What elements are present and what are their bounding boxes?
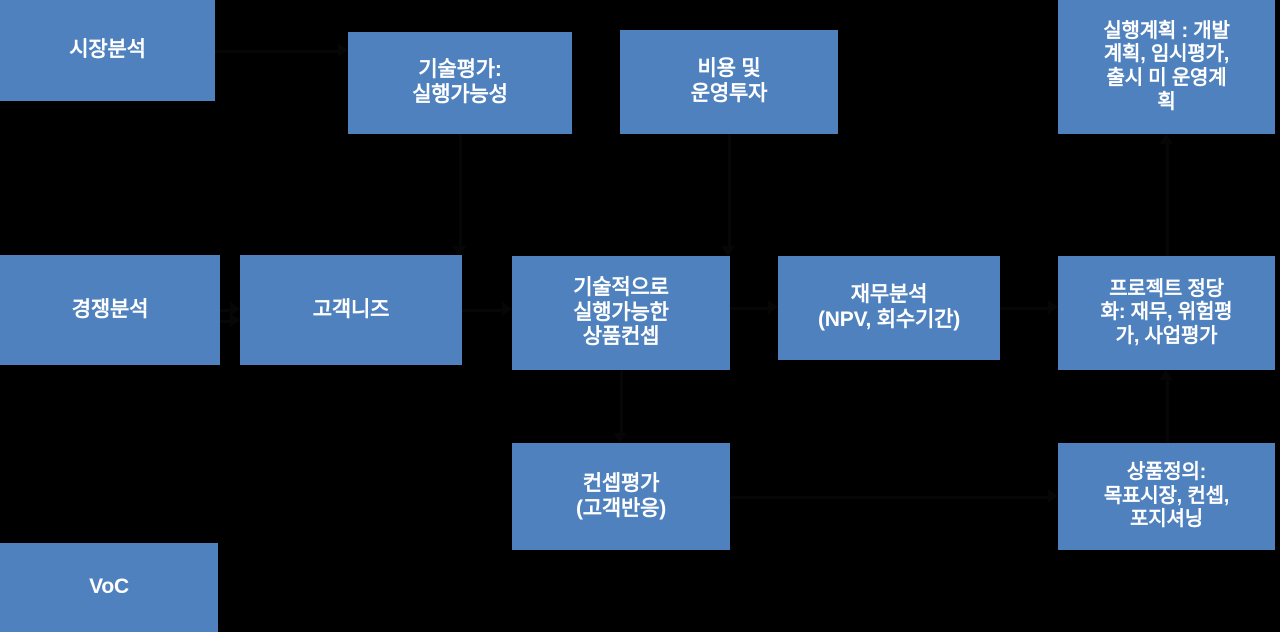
node-label-product-definition: 상품정의: 목표시장, 컨셉, 포지셔닝 bbox=[1103, 461, 1230, 531]
node-project-justification[interactable]: 프로젝트 정당 화: 재무, 위험평 가, 사업평가 bbox=[1058, 256, 1275, 370]
node-product-definition[interactable]: 상품정의: 목표시장, 컨셉, 포지셔닝 bbox=[1058, 443, 1275, 550]
node-label-cost-and-operating-investment: 비용 및 운영투자 bbox=[690, 57, 768, 105]
node-label-competitive-analysis: 경쟁분석 bbox=[71, 297, 149, 321]
connector-concept-evaluation-to-product-definition-line bbox=[730, 496, 1049, 499]
node-market-analysis[interactable]: 시장분석 bbox=[0, 0, 215, 101]
connector-competitive-to-customer-needs-line bbox=[220, 309, 231, 312]
node-voc[interactable]: VoC bbox=[0, 543, 218, 632]
node-label-project-justification: 프로젝트 정당 화: 재무, 위험평 가, 사업평가 bbox=[1100, 277, 1233, 347]
node-label-market-analysis: 시장분석 bbox=[69, 38, 146, 62]
connector-product-definition-to-justification-line bbox=[1166, 379, 1169, 443]
node-competitive-analysis[interactable]: 경쟁분석 bbox=[0, 255, 220, 365]
connector-execution-plan-inbound-line bbox=[1166, 143, 1169, 256]
connector-voc-to-customer-needs-arrowhead bbox=[230, 313, 240, 327]
node-label-customer-needs: 고객니즈 bbox=[312, 297, 390, 321]
connector-financial-to-justification-line bbox=[1000, 307, 1049, 310]
node-label-concept-evaluation: 컨셉평가 (고객반응) bbox=[575, 471, 667, 520]
connector-market-analysis-to-right-line bbox=[215, 50, 339, 53]
node-customer-needs[interactable]: 고객니즈 bbox=[240, 255, 462, 365]
node-execution-plan[interactable]: 실행계획 : 개발 계획, 임시평가, 출시 미 운영계 획 bbox=[1058, 0, 1275, 134]
node-label-voc: VoC bbox=[89, 575, 129, 599]
node-label-financial-analysis: 재무분석 (NPV, 회수기간) bbox=[818, 283, 960, 331]
node-technically-feasible-product-concept[interactable]: 기술적으로 실행가능한 상품컨셉 bbox=[512, 256, 730, 370]
connector-concept-to-concept-evaluation-line bbox=[620, 370, 623, 434]
connector-concept-evaluation-to-product-definition-arrowhead bbox=[1048, 489, 1058, 503]
connector-competitive-to-customer-needs-arrowhead bbox=[230, 302, 240, 316]
node-concept-evaluation[interactable]: 컨셉평가 (고객반응) bbox=[512, 443, 730, 550]
connector-cost-to-financial-analysis-arrowhead bbox=[721, 246, 735, 256]
node-financial-analysis[interactable]: 재무분석 (NPV, 회수기간) bbox=[778, 256, 1000, 360]
connector-technical-evaluation-to-concept-line bbox=[459, 134, 462, 247]
connector-financial-to-justification-arrowhead bbox=[1048, 300, 1058, 314]
node-label-execution-plan: 실행계획 : 개발 계획, 임시평가, 출시 미 운영계 획 bbox=[1103, 19, 1230, 113]
connector-concept-to-financial-line bbox=[730, 307, 769, 310]
node-label-technically-feasible-product-concept: 기술적으로 실행가능한 상품컨셉 bbox=[573, 275, 669, 349]
node-cost-and-operating-investment[interactable]: 비용 및 운영투자 bbox=[620, 30, 838, 134]
node-label-technical-evaluation: 기술평가: 실행가능성 bbox=[412, 58, 508, 106]
node-technical-evaluation[interactable]: 기술평가: 실행가능성 bbox=[348, 32, 572, 134]
connector-customer-needs-to-concept-arrowhead bbox=[502, 302, 512, 316]
connector-customer-needs-to-concept-line bbox=[462, 309, 503, 312]
connector-concept-to-concept-evaluation-arrowhead bbox=[613, 433, 627, 443]
connector-execution-plan-inbound-arrowhead bbox=[1159, 134, 1173, 144]
connector-product-definition-to-justification-arrowhead bbox=[1159, 370, 1173, 380]
connector-cost-to-financial-analysis-line bbox=[728, 134, 731, 247]
connector-market-analysis-to-right-arrowhead bbox=[338, 43, 348, 57]
connector-concept-to-financial-arrowhead bbox=[768, 300, 778, 314]
